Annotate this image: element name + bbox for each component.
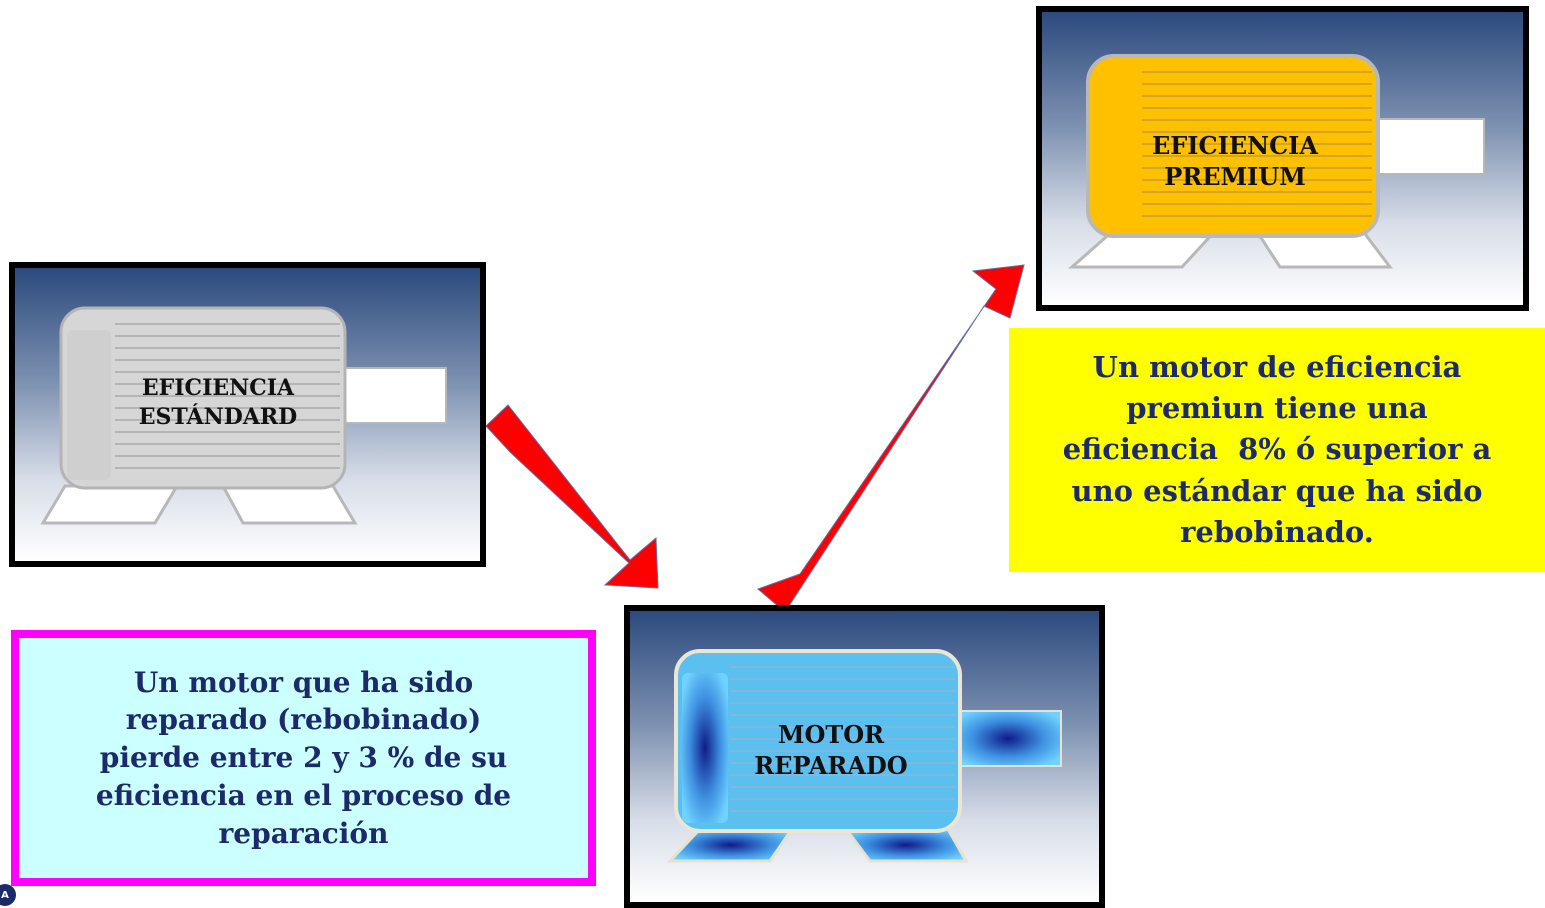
logo-badge: A <box>0 884 16 906</box>
motor-premium-label-line2: PREMIUM <box>1164 162 1306 192</box>
motor-premium-label: EFICIENCIA PREMIUM <box>1120 130 1350 192</box>
logo-text: A <box>1 889 9 901</box>
motor-standard-label-line2: ESTÁNDARD <box>138 403 298 430</box>
callout-premium-line4: uno estándar que ha sido <box>1071 473 1483 508</box>
motor-repaired-label: MOTOR REPARADO <box>726 719 936 781</box>
motor-panel-repaired: MOTOR REPARADO <box>624 605 1105 908</box>
motor-repaired-label-line2: REPARADO <box>754 751 908 781</box>
callout-repaired: Un motor que ha sido reparado (rebobinad… <box>11 630 596 886</box>
motor-standard-icon <box>40 306 447 525</box>
callout-repaired-line4: eficiencia en el proceso de <box>95 778 512 812</box>
callout-repaired-line1: Un motor que ha sido <box>133 665 474 699</box>
motor-repaired-icon <box>666 649 1062 863</box>
callout-premium-line1: Un motor de eficiencia <box>1092 350 1462 385</box>
motor-standard-label: EFICIENCIA ESTÁNDARD <box>113 374 323 431</box>
motor-panel-premium: EFICIENCIA PREMIUM <box>1036 6 1529 311</box>
motor-premium-icon <box>1068 54 1485 269</box>
callout-repaired-line5: reparación <box>218 816 389 850</box>
motor-premium-label-line1: EFICIENCIA <box>1151 131 1319 160</box>
motor-repaired-label-line1: MOTOR <box>777 720 885 749</box>
callout-repaired-line3: pierde entre 2 y 3 % de su <box>99 741 508 775</box>
callout-premium-line3: eficiencia 8% ó superior a <box>1062 432 1492 467</box>
motor-standard-label-line1: EFICIENCIA <box>141 375 295 401</box>
motor-panel-standard: EFICIENCIA ESTÁNDARD <box>9 262 486 567</box>
arrow-standard-to-repaired <box>485 404 659 589</box>
arrow-repaired-to-premium <box>757 264 1025 613</box>
callout-premium: Un motor de eficiencia premiun tiene una… <box>1009 328 1545 572</box>
callout-premium-line5: rebobinado. <box>1180 514 1374 549</box>
callout-premium-line2: premiun tiene una <box>1126 391 1428 426</box>
callout-repaired-line2: reparado (rebobinado) <box>125 703 482 737</box>
